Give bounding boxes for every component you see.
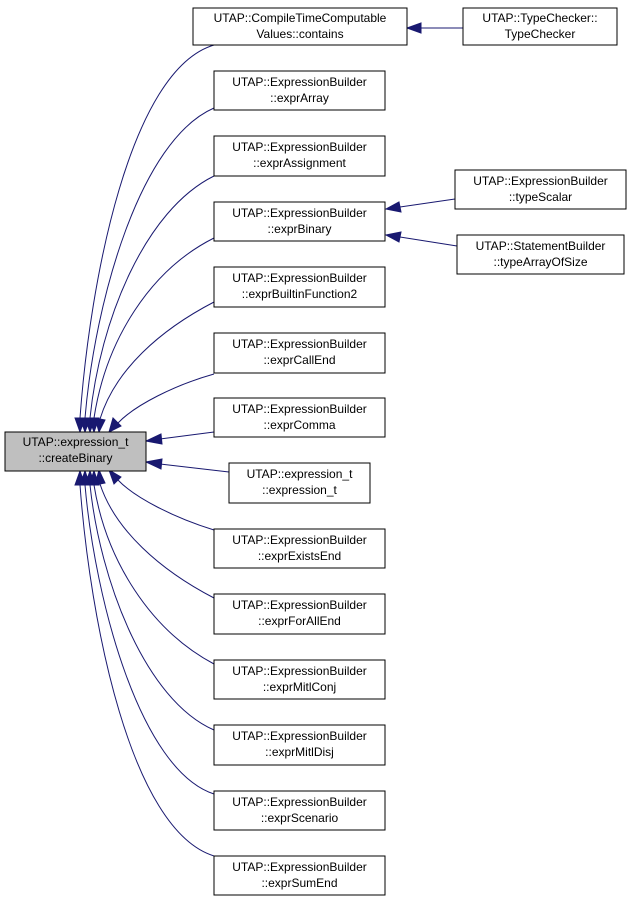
node-exprScenario-line2: ::exprScenario xyxy=(261,811,339,825)
node-exprForAllEnd[interactable]: UTAP::ExpressionBuilder ::exprForAllEnd xyxy=(213,593,386,635)
node-exprAssignment[interactable]: UTAP::ExpressionBuilder ::exprAssignment xyxy=(213,135,386,177)
node-exprMitlDisj-line2: ::exprMitlDisj xyxy=(265,745,334,759)
edge-typeArrayOfSize-to-exprBinary xyxy=(384,231,458,247)
edge-exprForAllEnd-to-createBinary xyxy=(94,468,215,599)
node-ctcv-contains[interactable]: UTAP::CompileTimeComputable Values::cont… xyxy=(192,7,408,46)
node-typeScalar-line2: ::typeScalar xyxy=(509,190,572,204)
node-exprComma-line2: ::exprComma xyxy=(263,418,335,432)
node-exprScenario[interactable]: UTAP::ExpressionBuilder ::exprScenario xyxy=(213,790,386,831)
node-exprMitlDisj-line1: UTAP::ExpressionBuilder xyxy=(232,729,367,743)
node-exprForAllEnd-line1: UTAP::ExpressionBuilder xyxy=(232,598,367,612)
node-exprCallEnd[interactable]: UTAP::ExpressionBuilder ::exprCallEnd xyxy=(213,332,386,374)
edge-typeChecker-to-contains xyxy=(405,22,463,34)
node-exprBinary-line1: UTAP::ExpressionBuilder xyxy=(232,206,367,220)
node-exprSumEnd-line2: ::exprSumEnd xyxy=(261,876,337,890)
node-typeArrayOfSize-line2: ::typeArrayOfSize xyxy=(493,255,587,269)
node-typeChecker[interactable]: UTAP::TypeChecker:: TypeChecker xyxy=(462,7,618,46)
node-expression-t-ctor[interactable]: UTAP::expression_t ::expression_t xyxy=(228,462,371,504)
node-exprArray[interactable]: UTAP::ExpressionBuilder ::exprArray xyxy=(213,70,386,111)
node-exprArray-line2: ::exprArray xyxy=(270,91,329,105)
node-exprMitlConj-line1: UTAP::ExpressionBuilder xyxy=(232,664,367,678)
node-typeChecker-line1: UTAP::TypeChecker:: xyxy=(482,11,597,25)
edge-exprBuiltinFunction2-to-createBinary xyxy=(94,301,215,434)
node-ctcv-contains-line2: Values::contains xyxy=(256,27,343,41)
edge-exprMitlConj-to-createBinary xyxy=(88,469,215,665)
node-exprCallEnd-line2: ::exprCallEnd xyxy=(263,353,335,367)
node-exprAssignment-line1: UTAP::ExpressionBuilder xyxy=(232,140,367,154)
node-expression-t-ctor-line2: ::expression_t xyxy=(262,483,337,497)
node-exprMitlConj[interactable]: UTAP::ExpressionBuilder ::exprMitlConj xyxy=(213,659,386,700)
edge-expression_t-to-createBinary xyxy=(144,458,230,473)
node-exprSumEnd-line1: UTAP::ExpressionBuilder xyxy=(232,860,367,874)
node-exprArray-line1: UTAP::ExpressionBuilder xyxy=(232,75,367,89)
edge-contains-to-createBinary xyxy=(74,44,215,434)
node-exprComma-line1: UTAP::ExpressionBuilder xyxy=(232,402,367,416)
node-exprBinary-line2: ::exprBinary xyxy=(267,222,331,236)
node-exprForAllEnd-line2: ::exprForAllEnd xyxy=(258,614,341,628)
node-exprMitlDisj[interactable]: UTAP::ExpressionBuilder ::exprMitlDisj xyxy=(213,724,386,766)
node-exprCallEnd-line1: UTAP::ExpressionBuilder xyxy=(232,337,367,351)
edge-exprSumEnd-to-createBinary xyxy=(74,469,215,857)
node-ctcv-contains-line1: UTAP::CompileTimeComputable xyxy=(214,11,387,25)
node-exprBuiltinFunction2-line2: ::exprBuiltinFunction2 xyxy=(242,287,358,301)
node-exprMitlConj-line2: ::exprMitlConj xyxy=(263,680,336,694)
node-expression-t-ctor-line1: UTAP::expression_t xyxy=(247,467,353,481)
node-exprExistsEnd[interactable]: UTAP::ExpressionBuilder ::exprExistsEnd xyxy=(213,528,386,569)
node-typeScalar-line1: UTAP::ExpressionBuilder xyxy=(473,174,608,188)
node-exprBuiltinFunction2-line1: UTAP::ExpressionBuilder xyxy=(232,271,367,285)
node-createBinary[interactable]: UTAP::expression_t ::createBinary xyxy=(4,431,147,472)
edge-exprExistsEnd-to-createBinary xyxy=(108,468,215,531)
edge-exprBinary-to-createBinary xyxy=(88,237,215,434)
edge-exprComma-to-createBinary xyxy=(144,431,215,445)
node-exprBinary[interactable]: UTAP::ExpressionBuilder ::exprBinary xyxy=(213,201,386,242)
node-typeChecker-line2: TypeChecker xyxy=(505,27,576,41)
node-exprAssignment-line2: ::exprAssignment xyxy=(253,156,346,170)
node-exprExistsEnd-line1: UTAP::ExpressionBuilder xyxy=(232,533,367,547)
node-exprComma[interactable]: UTAP::ExpressionBuilder ::exprComma xyxy=(213,397,386,438)
node-typeArrayOfSize-line1: UTAP::StatementBuilder xyxy=(476,239,606,253)
edge-exprCallEnd-to-createBinary xyxy=(108,373,215,433)
edge-typeScalar-to-exprBinary xyxy=(384,198,456,213)
node-exprExistsEnd-line2: ::exprExistsEnd xyxy=(258,549,341,563)
node-exprBuiltinFunction2[interactable]: UTAP::ExpressionBuilder ::exprBuiltinFun… xyxy=(213,266,386,308)
edge-exprAssignment-to-createBinary xyxy=(84,175,215,434)
node-exprScenario-line1: UTAP::ExpressionBuilder xyxy=(232,795,367,809)
node-exprSumEnd[interactable]: UTAP::ExpressionBuilder ::exprSumEnd xyxy=(213,855,386,896)
node-typeArrayOfSize[interactable]: UTAP::StatementBuilder ::typeArrayOfSize xyxy=(456,234,625,275)
node-typeScalar[interactable]: UTAP::ExpressionBuilder ::typeScalar xyxy=(454,169,627,210)
node-createBinary-line2: ::createBinary xyxy=(38,451,112,465)
node-createBinary-line1: UTAP::expression_t xyxy=(23,435,129,449)
